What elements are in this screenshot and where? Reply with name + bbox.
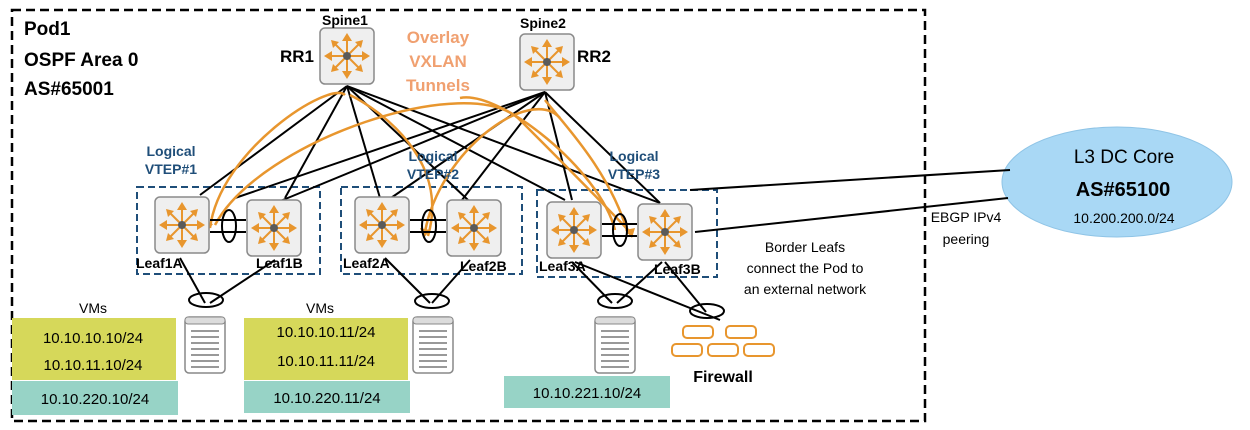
leaf3a-switch (546, 201, 602, 259)
l3-dc-core (1001, 126, 1233, 238)
core-title: L3 DC Core (1074, 147, 1174, 168)
leaf2b-switch (446, 199, 502, 257)
vtep-box-1 (136, 186, 321, 275)
rr2-label: RR2 (577, 47, 611, 66)
pod-as: AS#65001 (24, 79, 114, 100)
firewall-label: Firewall (693, 369, 753, 386)
leaf3a-label: Leaf3A (539, 258, 586, 274)
core-links (689, 169, 1011, 233)
border-note-line3: an external network (744, 281, 867, 297)
vtep2-label-line2: VTEP#2 (407, 166, 459, 182)
vtep3-label-line1: Logical (609, 148, 658, 164)
ebgp-note-line1: EBGP IPv4 (931, 209, 1002, 225)
leaf1a-label: Leaf1A (136, 255, 183, 271)
overlay-label-line1: Overlay (407, 28, 470, 47)
leaf1b-switch (246, 199, 302, 257)
mgmt-3-box (504, 376, 670, 408)
leaf1b-label: Leaf1B (256, 255, 303, 271)
vm-group-2-ip-1: 10.10.10.11/24 (277, 324, 376, 341)
vm-group-1-title: VMs (79, 300, 107, 316)
server-1-icon (184, 316, 226, 374)
leaf3b-switch (637, 203, 693, 261)
vtep3-label-line2: VTEP#3 (608, 166, 660, 182)
vm-group-2-box (244, 318, 408, 380)
spine1-label: Spine1 (322, 12, 368, 28)
peer-links (210, 209, 637, 247)
firewall-icon (671, 325, 775, 357)
mgmt-1-box (12, 381, 178, 415)
rr1-label: RR1 (280, 47, 314, 66)
server-3-icon (594, 316, 636, 374)
leaf1a-switch (154, 196, 210, 254)
overlay-label-line3: Tunnels (406, 76, 470, 95)
server-2-icon (412, 316, 454, 374)
pod-name: Pod1 (24, 19, 71, 40)
leaf2a-label: Leaf2A (343, 255, 390, 271)
leaf3b-label: Leaf3B (654, 261, 701, 277)
vtep1-label-line1: Logical (146, 143, 195, 159)
vm-group-1-ip-2: 10.10.11.10/24 (44, 357, 143, 374)
overlay-tunnels (204, 91, 635, 238)
leaf2a-switch (354, 196, 410, 254)
server-lags (188, 292, 725, 319)
mgmt-2-ip: 10.10.220.11/24 (273, 390, 380, 407)
vtep2-label-line1: Logical (408, 148, 457, 164)
vtep-box-2 (340, 186, 523, 275)
core-network: 10.200.200.0/24 (1073, 210, 1174, 226)
mgmt-1-ip: 10.10.220.10/24 (41, 391, 149, 408)
ebgp-note-line2: peering (943, 231, 990, 247)
mgmt-2-box (244, 381, 410, 413)
spine2-label: Spine2 (520, 15, 566, 31)
vm-group-2-title: VMs (306, 300, 334, 316)
leaf2b-label: Leaf2B (460, 258, 507, 274)
vm-group-1-ip-1: 10.10.10.10/24 (43, 330, 143, 347)
vm-group-2-ip-2: 10.10.11.11/24 (277, 353, 375, 370)
mgmt-3-ip: 10.10.221.10/24 (533, 385, 641, 402)
pod-area: OSPF Area 0 (24, 50, 138, 71)
spine1-switch (319, 27, 375, 85)
border-note-line1: Border Leafs (765, 239, 845, 255)
vm-group-1-box (12, 318, 176, 380)
vtep1-label-line2: VTEP#1 (145, 161, 197, 177)
core-as: AS#65100 (1076, 179, 1171, 201)
overlay-label-line2: VXLAN (409, 52, 467, 71)
pod-boundary (10, 8, 927, 423)
spine2-switch (519, 33, 575, 91)
border-note-line2: connect the Pod to (747, 260, 864, 276)
